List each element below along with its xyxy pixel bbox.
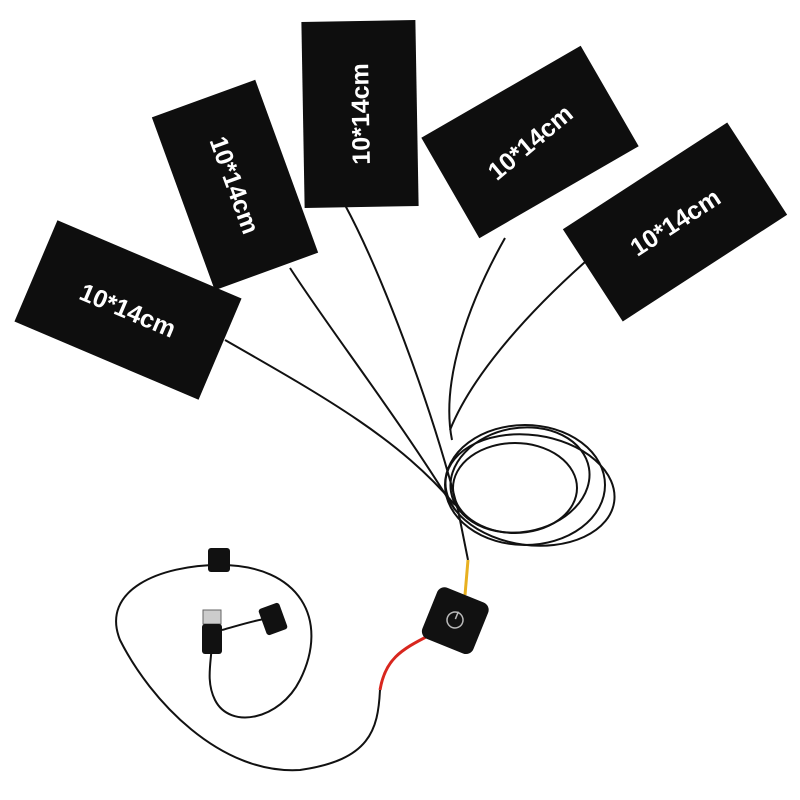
heating-pad: 10*14cm (562, 122, 788, 322)
wire (457, 509, 469, 561)
red-wire (378, 633, 431, 691)
heating-pad: 10*14cm (151, 79, 319, 291)
wire-coil (452, 442, 578, 534)
usb-cap (258, 602, 288, 636)
yellow-wire (463, 559, 470, 596)
wire (344, 204, 459, 511)
wire (224, 339, 456, 506)
usb-connector (202, 609, 222, 625)
heating-pad: 10*14cm (14, 220, 242, 400)
heating-pad: 10*14cm (421, 45, 639, 239)
wire (289, 267, 456, 511)
wire (448, 237, 506, 441)
usb-cable (115, 563, 381, 772)
pad-label: 10*14cm (346, 63, 376, 165)
controller (421, 587, 489, 655)
wire (449, 261, 586, 431)
wire-coil (444, 433, 616, 547)
cable-clip (208, 548, 230, 572)
heating-pad: 10*14cm (301, 20, 419, 208)
usb-plug (202, 624, 222, 654)
